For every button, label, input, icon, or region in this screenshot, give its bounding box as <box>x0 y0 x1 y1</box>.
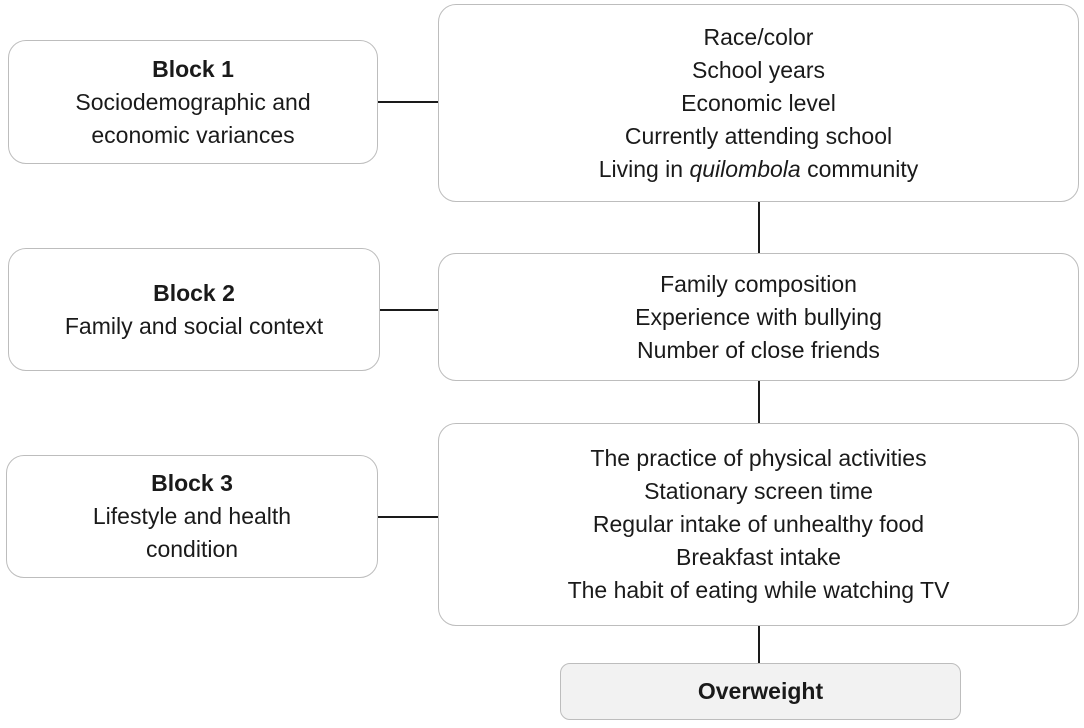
block-3-description-line-2: condition <box>145 536 239 562</box>
block-1-box: Block 1 Sociodemographic and economic va… <box>8 40 378 164</box>
variable-item: Stationary screen time <box>644 478 873 504</box>
variable-item: Currently attending school <box>624 122 893 149</box>
block-1-to-block-2-connector <box>758 202 760 253</box>
block-1-title: Block 1 <box>152 55 234 82</box>
variable-item: Experience with bullying <box>635 303 882 330</box>
block-2-connector <box>380 309 438 311</box>
block-2-box: Block 2 Family and social context <box>8 248 380 371</box>
outcome-box: Overweight <box>560 663 961 720</box>
variable-item: The habit of eating while watching TV <box>567 577 950 603</box>
block-3-title: Block 3 <box>151 470 233 496</box>
block-3-variable-list: The practice of physical activities Stat… <box>568 442 950 607</box>
block-1-description-line-2: economic variances <box>91 121 295 148</box>
block-1-connector <box>378 101 438 103</box>
block-2-variable-list: Family composition Experience with bully… <box>635 268 882 367</box>
block-3-to-outcome-connector <box>758 626 760 663</box>
variable-item: Number of close friends <box>637 336 880 363</box>
variable-item: Family composition <box>660 270 857 297</box>
variable-item: School years <box>692 56 825 83</box>
variable-item: Regular intake of unhealthy food <box>592 511 925 537</box>
variable-item: Race/color <box>703 23 814 50</box>
block-3-connector <box>378 516 438 518</box>
block-2-to-block-3-connector <box>758 381 760 423</box>
variable-item: Breakfast intake <box>676 544 841 570</box>
block-1-description-line-1: Sociodemographic and <box>75 88 311 115</box>
block-3-description-line-1: Lifestyle and health <box>92 503 292 529</box>
block-2-description-line-1: Family and social context <box>64 312 324 339</box>
block-2-title: Block 2 <box>153 279 235 306</box>
variable-emphasis: quilombola <box>689 155 801 182</box>
variable-item: Living in quilombola community <box>598 155 919 182</box>
block-3-box: Block 3 Lifestyle and health condition <box>6 455 378 578</box>
variable-item: The practice of physical activities <box>590 445 927 471</box>
block-2-variables-box: Family composition Experience with bully… <box>438 253 1079 381</box>
variable-item: Economic level <box>681 89 836 116</box>
outcome-label: Overweight <box>697 678 824 704</box>
block-3-variables-box: The practice of physical activities Stat… <box>438 423 1079 626</box>
block-1-variable-list: Race/color School years Economic level C… <box>599 21 919 186</box>
block-1-variables-box: Race/color School years Economic level C… <box>438 4 1079 202</box>
